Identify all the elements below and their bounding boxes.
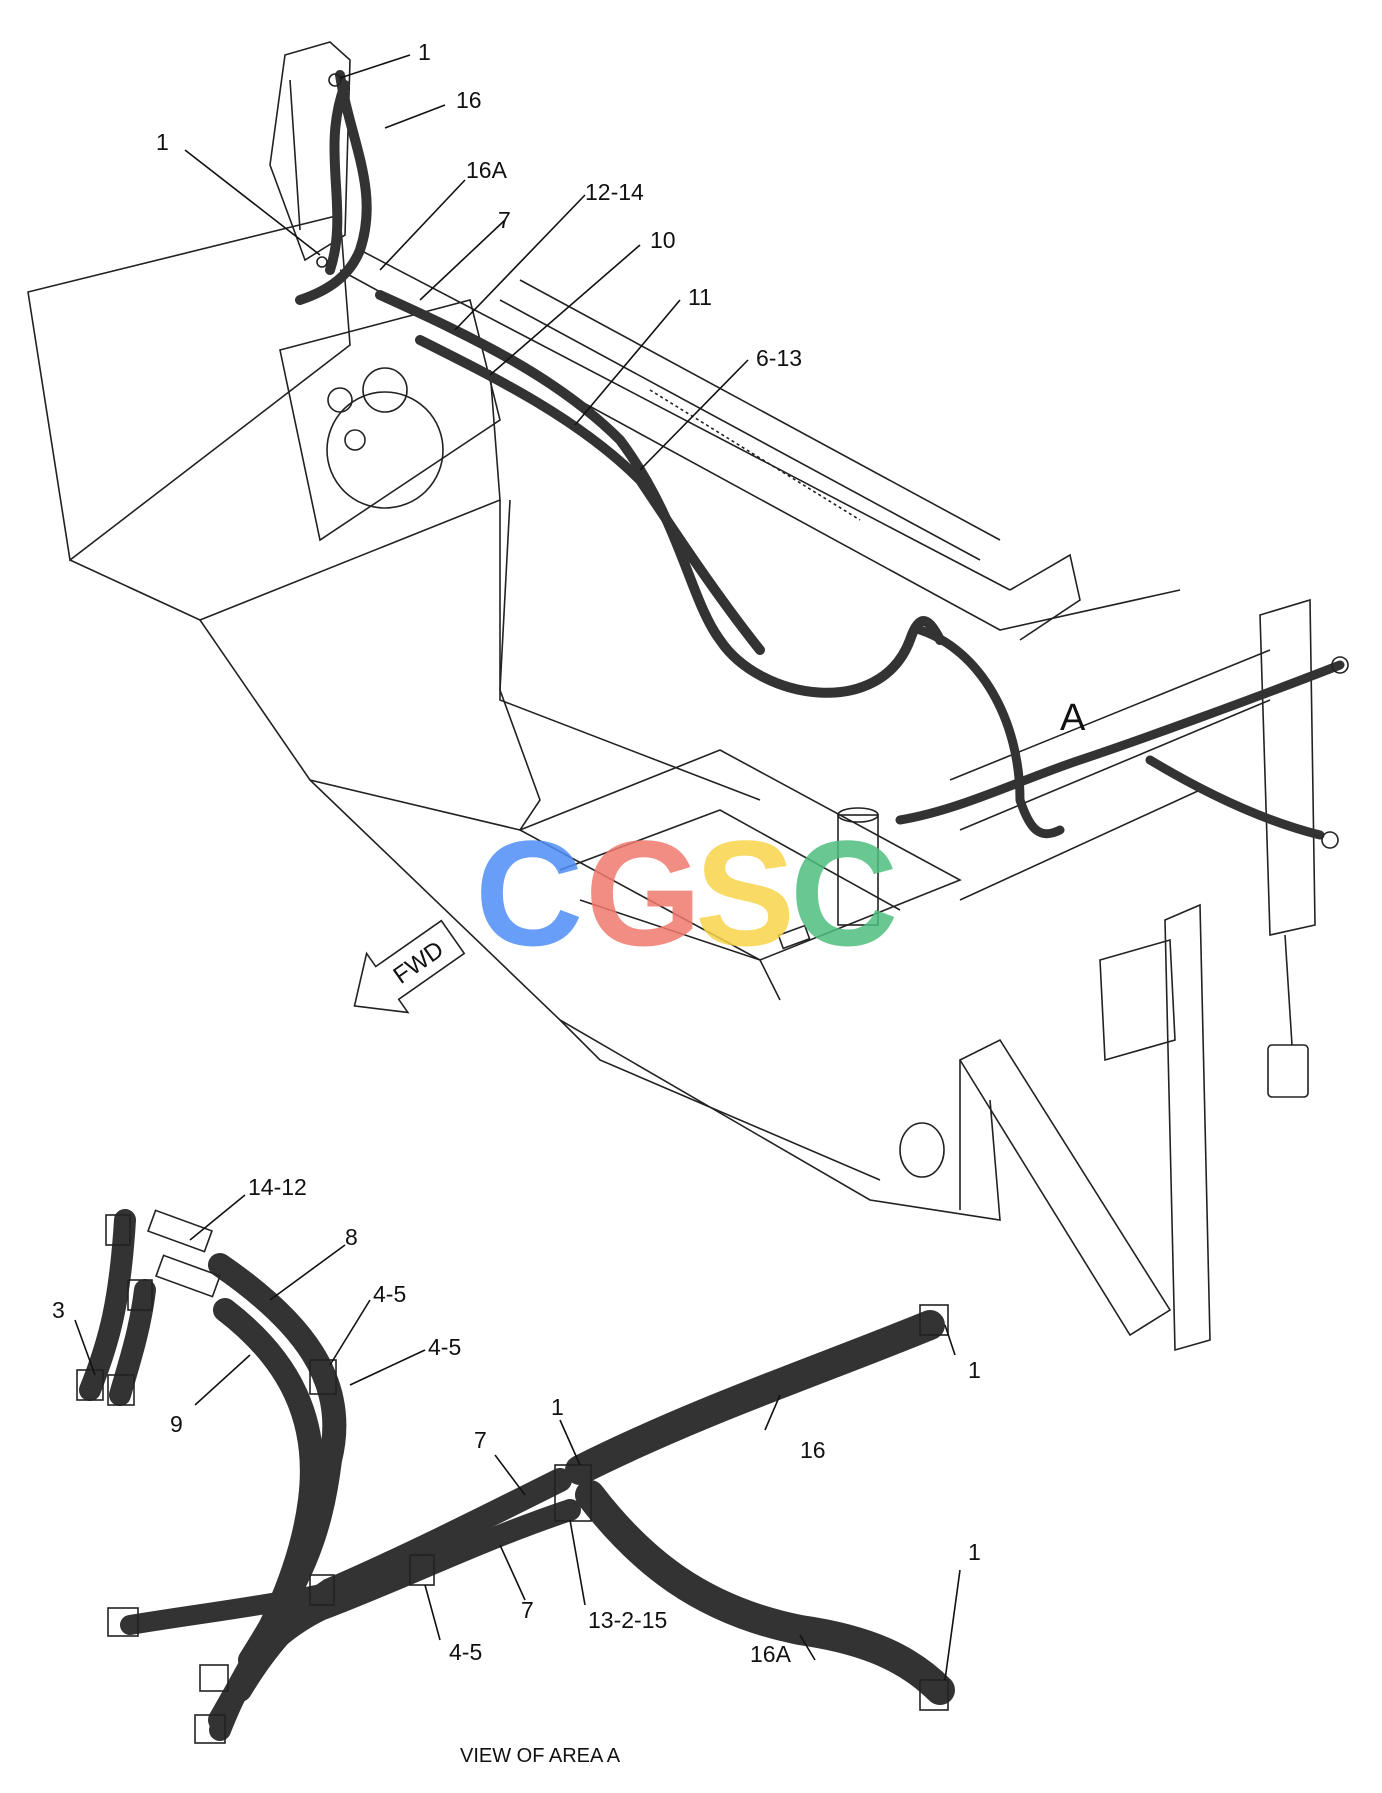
callout-4-5-middle: 4-5 (428, 1334, 461, 1360)
callout-10: 10 (650, 227, 676, 253)
fwd-arrow: FWD (353, 919, 466, 1014)
hose-routing-main (295, 70, 1349, 849)
callout-7-upper: 7 (474, 1427, 487, 1453)
callout-12-14: 12-14 (585, 179, 644, 205)
leader-lines-main (184, 54, 749, 471)
callout-3: 3 (52, 1297, 65, 1323)
fwd-label: FWD (389, 936, 449, 989)
detail-view-hoses (76, 1209, 955, 1744)
callout-13-2-15: 13-2-15 (588, 1607, 667, 1633)
callout-1-hose16a-end: 1 (968, 1539, 981, 1565)
callout-14-12: 14-12 (248, 1174, 307, 1200)
callout-16a-detail: 16A (750, 1641, 792, 1667)
callout-4-5-upper: 4-5 (373, 1281, 406, 1307)
callout-16-detail: 16 (800, 1437, 826, 1463)
callout-9: 9 (170, 1411, 183, 1437)
callout-1-hose16-end: 1 (968, 1357, 981, 1383)
watermark-letter-g: G (585, 809, 702, 977)
watermark-letter-c2: C (790, 809, 898, 977)
callout-1-left: 1 (156, 129, 169, 155)
callout-1-clamp: 1 (551, 1394, 564, 1420)
callout-7-lower: 7 (521, 1597, 534, 1623)
callout-11: 11 (688, 284, 712, 310)
watermark-logo: C G S C (475, 809, 898, 977)
callouts-main: 1 16 1 16A 12-14 7 10 11 6-13 (156, 39, 802, 371)
leader-lines-detail (74, 1194, 961, 1681)
callout-7: 7 (498, 207, 511, 233)
watermark-letter-c1: C (475, 809, 583, 977)
callouts-detail: 14-12 8 3 4-5 4-5 9 1 16 1 7 7 13-2-15 4… (52, 1174, 981, 1667)
area-a-label: A (1060, 697, 1086, 739)
machine-frame-drawing (27, 41, 1316, 1352)
callout-1-top: 1 (418, 39, 431, 65)
callout-16a: 16A (466, 157, 508, 183)
view-caption: VIEW OF AREA A (460, 1745, 621, 1767)
callout-8: 8 (345, 1224, 358, 1250)
watermark-letter-s: S (695, 809, 795, 977)
callout-6-13: 6-13 (756, 345, 802, 371)
callout-16: 16 (456, 87, 482, 113)
callout-4-5-lower: 4-5 (449, 1639, 482, 1665)
